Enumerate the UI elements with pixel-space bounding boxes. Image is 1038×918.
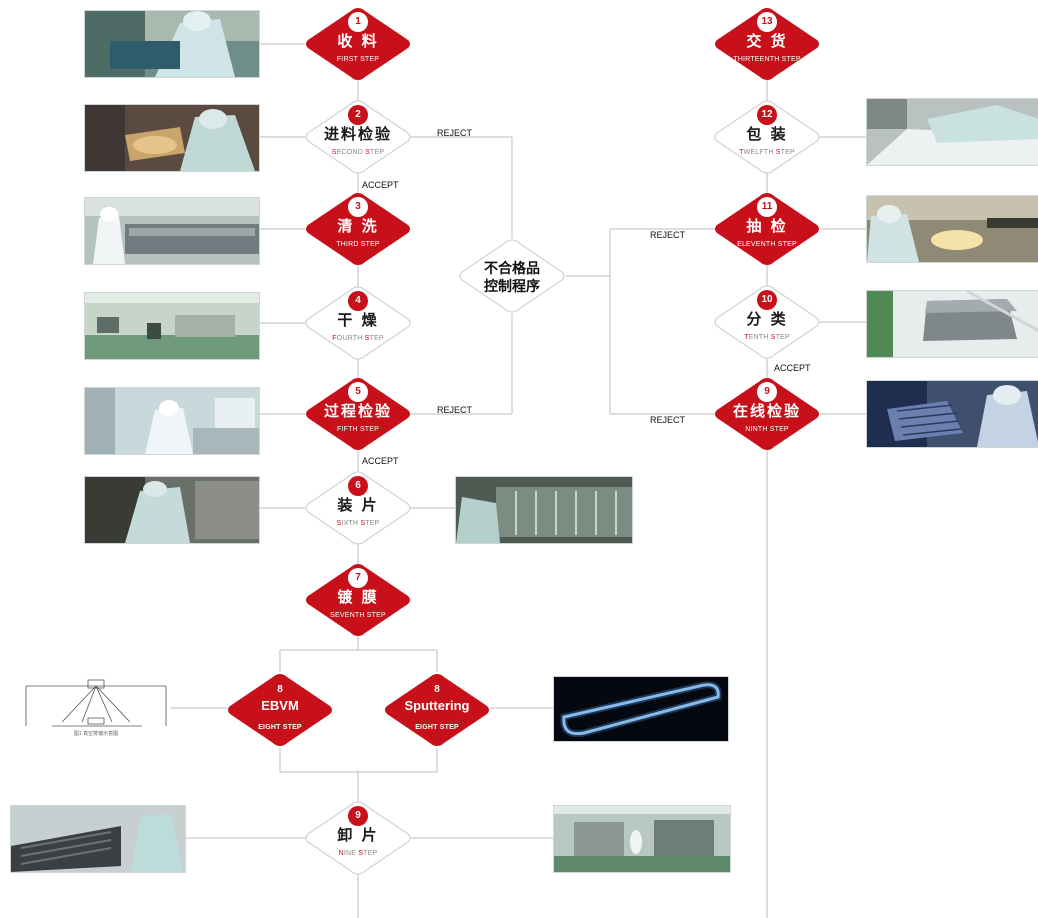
photo-in-process-inspection [84, 387, 260, 455]
step-title: 收 料 [337, 32, 379, 50]
step-subtitle: FIRST STEP [336, 56, 380, 63]
step-number: 6 [348, 476, 368, 496]
step-number: 7 [348, 568, 368, 588]
step-title: 在线检验 [732, 402, 801, 420]
step-subtitle: TWELFTH STEP [739, 149, 795, 156]
step-title: 交 货 [746, 32, 788, 50]
schematic-caption: 图1 真空蒸镀示意图 [73, 731, 119, 737]
accept-label-step10: ACCEPT [774, 363, 811, 373]
step-number: 9 [348, 806, 368, 826]
center-title: 不合格品 控制程序 [458, 260, 566, 296]
photo-packaging [866, 98, 1038, 166]
step-title: 进料检验 [323, 125, 392, 143]
step-number: 5 [348, 382, 368, 402]
photo-sampling-inspection [866, 195, 1038, 263]
accept-label-step2: ACCEPT [362, 180, 399, 190]
photo-loading-rack [455, 476, 633, 544]
step-number: 9 [757, 382, 777, 402]
photo-evaporation-schematic: 图1 真空蒸镀示意图 [22, 676, 170, 740]
step-number: 8 [434, 684, 440, 695]
step-11-sampling: 11 抽 检 ELEVENTH STEP [713, 191, 821, 267]
step-subtitle: NINTH STEP [745, 426, 789, 433]
step-title: Sputtering [404, 698, 470, 713]
reject-label-step11: REJECT [650, 230, 686, 240]
step-title: EBVM [261, 698, 299, 713]
step-subtitle: SIXTH STEP [336, 520, 380, 527]
step-7-coating: 7 镀 膜 SEVENTH STEP [304, 562, 412, 638]
step-1-receiving: 1 收 料 FIRST STEP [304, 6, 412, 82]
step-subtitle: TENTH STEP [744, 334, 790, 341]
step-subtitle: FOURTH STEP [332, 335, 384, 342]
center-title-line1: 不合格品 [484, 261, 540, 277]
step-4-drying: 4 干 燥 FOURTH STEP [304, 285, 412, 361]
step-subtitle: EIGHT STEP [415, 724, 459, 731]
step-number: 12 [757, 105, 777, 125]
photo-loading-chamber [84, 476, 260, 544]
step-number: 8 [277, 684, 283, 695]
step-title: 清 洗 [337, 217, 379, 235]
step-subtitle: FIFTH STEP [336, 426, 380, 433]
accept-label-step5: ACCEPT [362, 456, 399, 466]
step-title: 抽 检 [746, 217, 788, 235]
step-subtitle: THIRD STEP [336, 241, 380, 248]
step-13-delivery: 13 交 货 THIRTEENTH STEP [713, 6, 821, 82]
step-title: 卸 片 [337, 826, 379, 844]
photo-incoming-inspection [84, 104, 260, 172]
step-number: 10 [757, 290, 777, 310]
photo-production-hall [553, 805, 731, 873]
photo-clean-room [84, 292, 260, 360]
step-title: 过程检验 [323, 402, 392, 420]
step-subtitle: ELEVENTH STEP [737, 241, 797, 248]
step-2-incoming-inspection: 2 进料检验 SECOND STEP [304, 99, 412, 175]
step-title: 分 类 [746, 310, 788, 328]
step-subtitle: SEVENTH STEP [330, 612, 386, 619]
photo-sorting-table [866, 290, 1038, 358]
step-9-online-inspection: 9 在线检验 NINTH STEP [713, 376, 821, 452]
step-3-cleaning: 3 清 洗 THIRD STEP [304, 191, 412, 267]
photo-sputtering-plasma [553, 676, 729, 742]
step-number: 2 [348, 105, 368, 125]
reject-label-step5: REJECT [437, 405, 473, 415]
step-number: 11 [757, 197, 777, 217]
photo-cleaning-line [84, 197, 260, 265]
step-5-process-inspection: 5 过程检验 FIFTH STEP [304, 376, 412, 452]
center-title-line2: 控制程序 [484, 279, 540, 295]
step-number: 3 [348, 197, 368, 217]
photo-material-receiving [84, 10, 260, 78]
step-title: 包 装 [746, 125, 788, 143]
step-10-sorting: 10 分 类 TENTH STEP [713, 284, 821, 360]
step-subtitle: THIRTEENTH STEP [733, 56, 801, 63]
step-title: 镀 膜 [337, 588, 379, 606]
step-8-ebvm: 8 EBVM EIGHT STEP [226, 672, 334, 748]
step-subtitle: EIGHT STEP [258, 724, 302, 731]
reject-label-step2: REJECT [437, 128, 473, 138]
step-number: 13 [757, 12, 777, 32]
step-title: 装 片 [337, 496, 379, 514]
step-12-packaging: 12 包 装 TWELFTH STEP [713, 99, 821, 175]
step-9-unloading: 9 卸 片 NINE STEP [304, 800, 412, 876]
step-8-sputtering: 8 Sputtering EIGHT STEP [383, 672, 491, 748]
step-number: 4 [348, 291, 368, 311]
photo-unloading [10, 805, 186, 873]
step-subtitle: NINE STEP [338, 850, 378, 857]
reject-label-step9: REJECT [650, 415, 686, 425]
nonconforming-product-control: 不合格品 控制程序 [458, 238, 566, 314]
photo-online-inspection [866, 380, 1038, 448]
step-number: 1 [348, 12, 368, 32]
step-title: 干 燥 [337, 311, 379, 329]
step-subtitle: SECOND STEP [331, 149, 385, 156]
step-6-loading: 6 装 片 SIXTH STEP [304, 470, 412, 546]
